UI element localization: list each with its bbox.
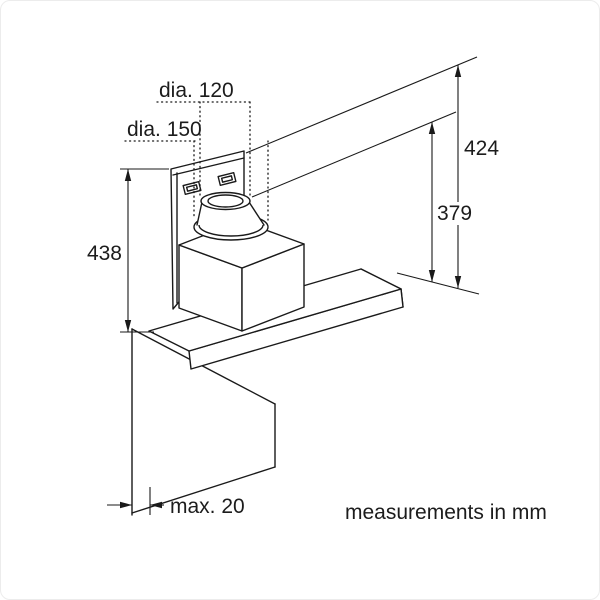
label-dia-120: dia. 120 <box>159 79 234 102</box>
leader-lines <box>124 101 269 221</box>
label-measurements-note: measurements in mm <box>345 501 547 524</box>
duct-collar <box>193 191 269 241</box>
label-424: 424 <box>464 137 499 160</box>
label-379-backdrop <box>434 202 476 225</box>
dimension-total-height <box>245 56 480 295</box>
label-max-20: max. 20 <box>170 495 245 518</box>
mounting-slot-right <box>217 171 237 187</box>
duct-housing-box <box>178 220 305 332</box>
label-379: 379 <box>437 202 472 225</box>
dimension-wall-gap <box>107 487 164 515</box>
label-dia-150: dia. 150 <box>127 118 202 141</box>
dimension-collar-height <box>251 111 457 282</box>
label-438: 438 <box>87 242 122 265</box>
dimension-back-panel-height <box>120 168 169 333</box>
mounting-slot-left <box>182 180 202 196</box>
